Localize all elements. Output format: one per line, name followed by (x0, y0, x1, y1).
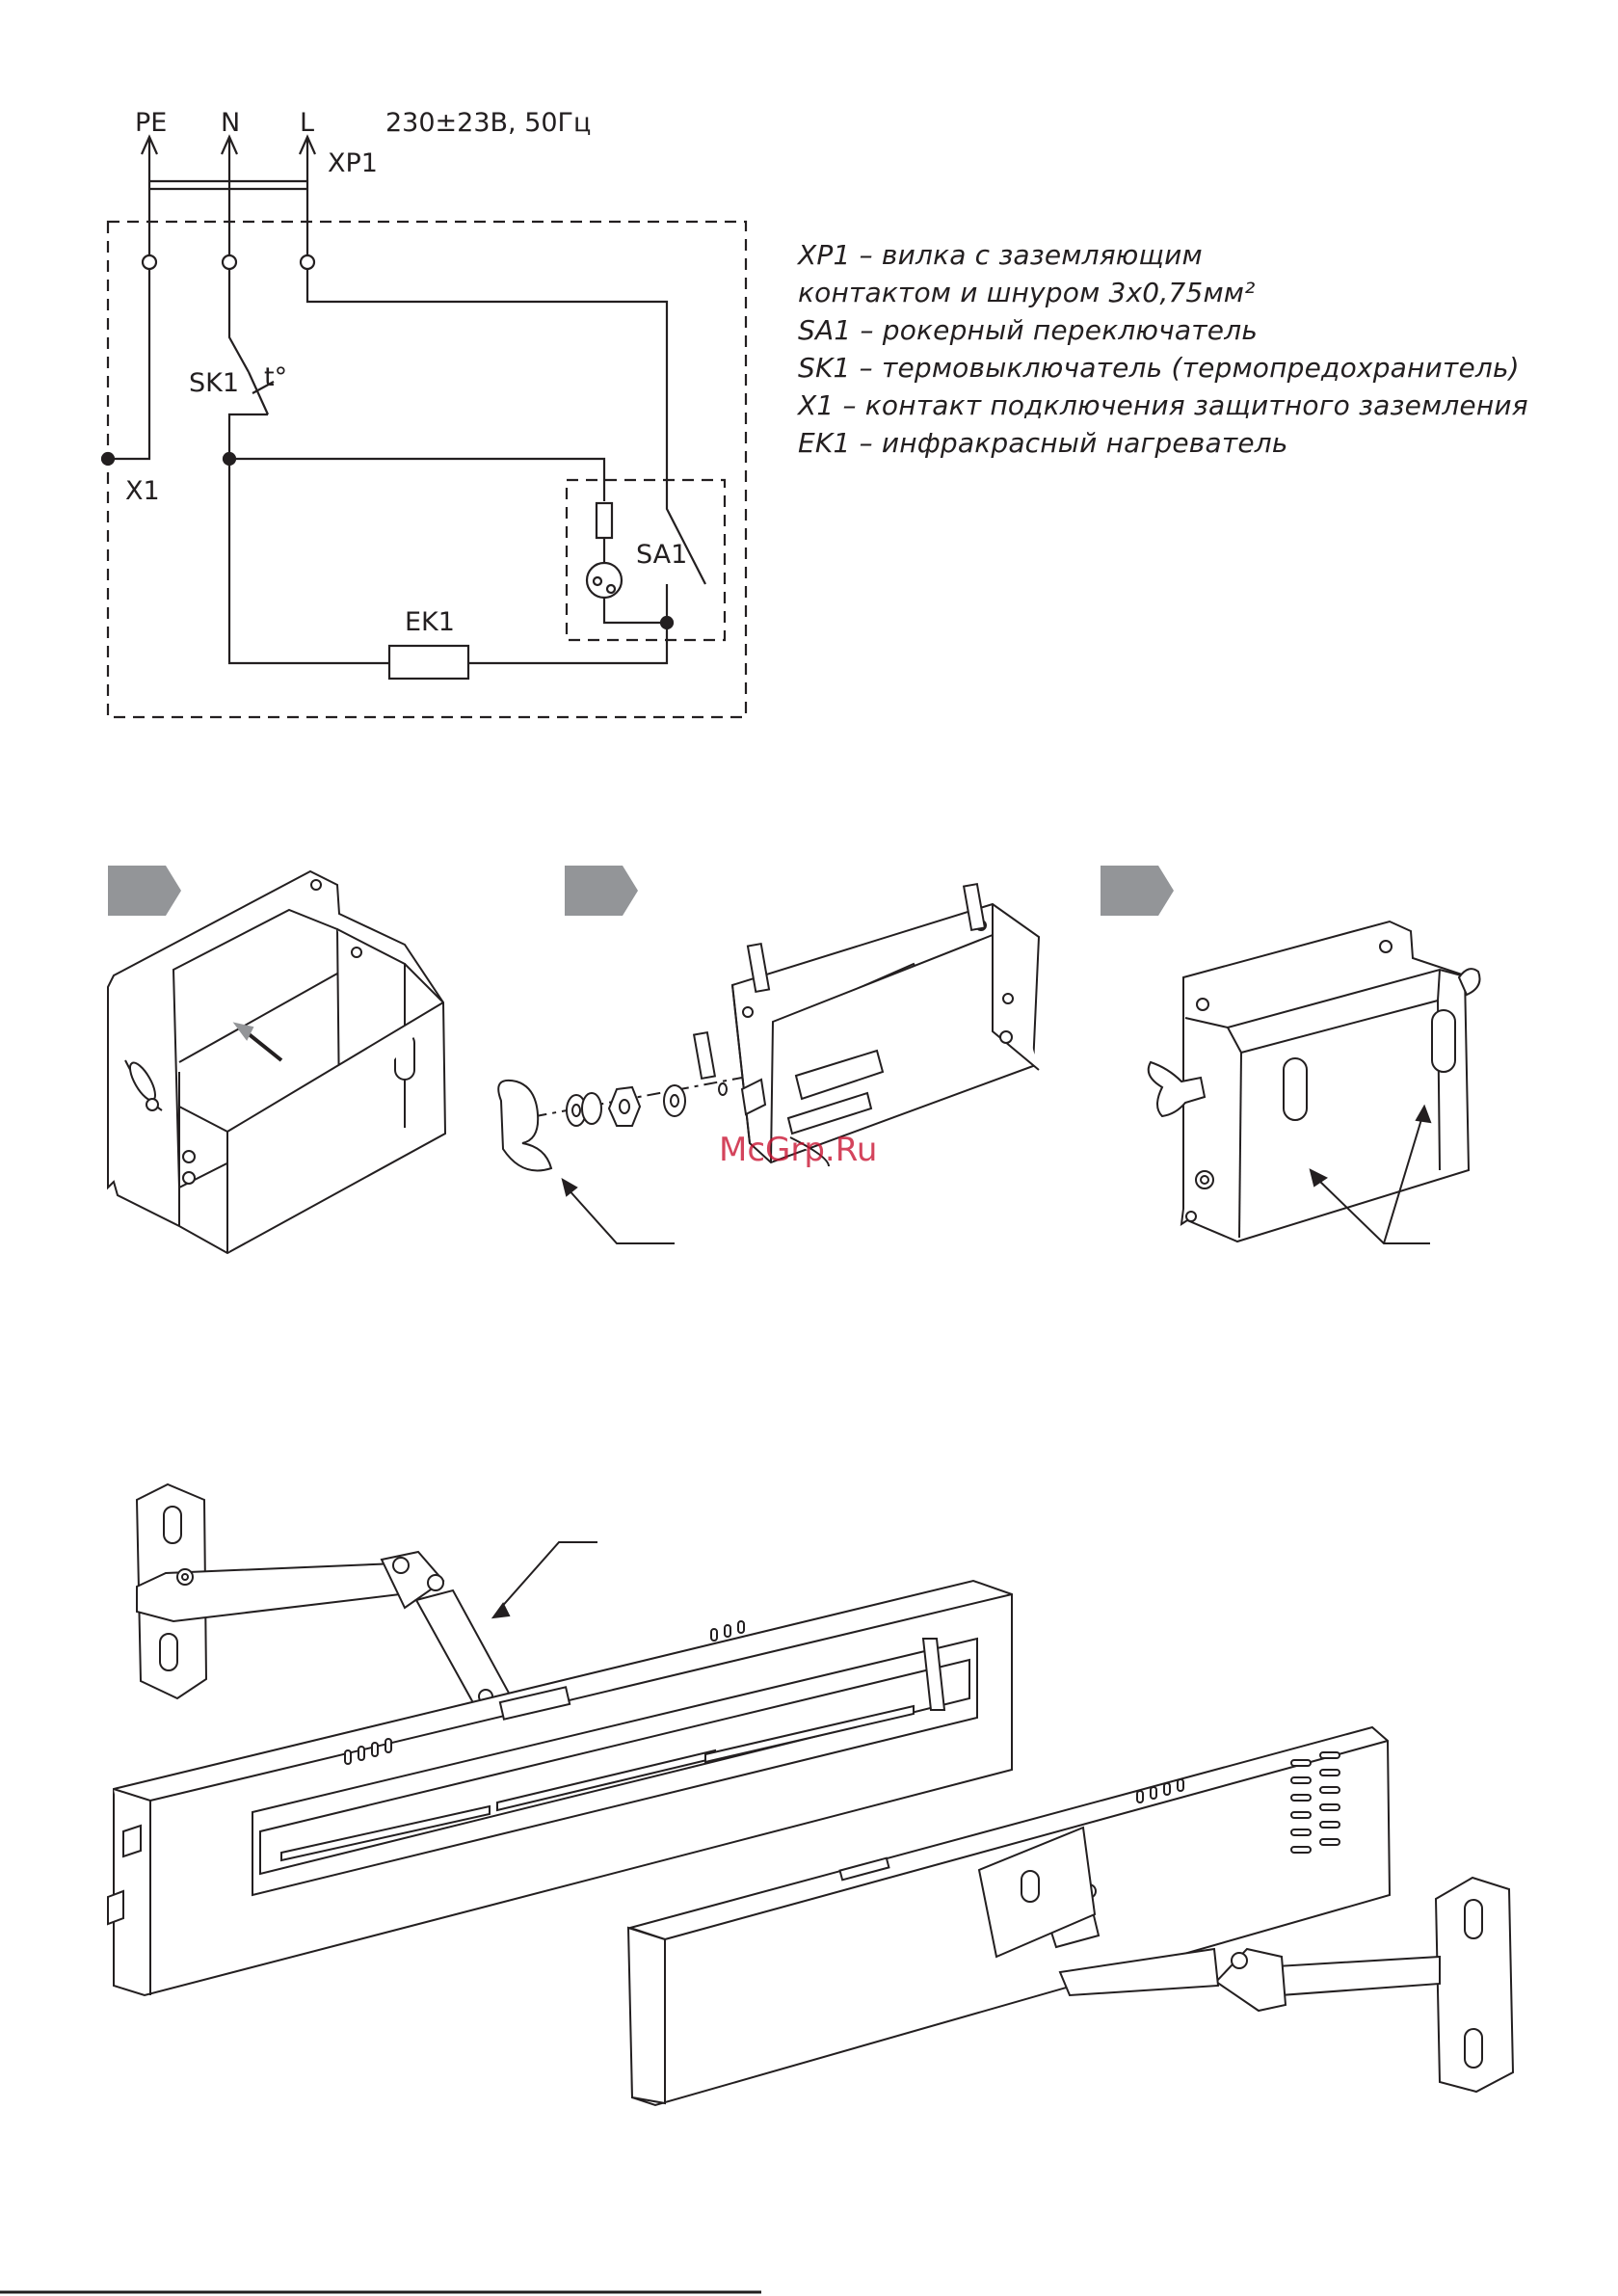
plug-label: XP1 (328, 148, 378, 178)
bracket-step-2 (498, 884, 1039, 1243)
legend-line-2: контактом и шнуром 3х0,75мм² (798, 274, 1528, 311)
bracket-step-1 (108, 871, 445, 1253)
x1-label: X1 (125, 476, 160, 506)
ek1-label: EK1 (405, 607, 455, 637)
plug-arrows (142, 137, 315, 258)
legend-line-1: XP1 – вилка с заземляющим (798, 236, 1528, 274)
pin-l-label: L (300, 108, 314, 138)
node-n (224, 453, 235, 465)
legend-line-5: X1 – контакт подключения защитного зазем… (798, 387, 1528, 424)
schematic-legend: XP1 – вилка с заземляющим контактом и шн… (798, 236, 1528, 462)
legend-line-4: SK1 – термовыключатель (термопредохранит… (798, 349, 1528, 387)
bracket-step-3 (1149, 921, 1480, 1243)
indicator-resistor (597, 503, 612, 538)
heater-element-ek1 (389, 646, 468, 679)
temp-symbol: t° (264, 362, 287, 392)
sa1-label: SA1 (636, 540, 687, 570)
supply-label: 230±23В, 50Гц (385, 108, 591, 138)
step-tag-1 (108, 866, 181, 916)
step-tag-3 (1101, 866, 1174, 916)
indicator-lamp (587, 563, 622, 598)
node-sa1 (661, 617, 673, 628)
step-tag-2 (565, 866, 638, 916)
device-enclosure (108, 222, 746, 717)
terminal-l (301, 255, 314, 269)
terminal-n (223, 255, 236, 269)
pin-pe-label: PE (135, 108, 167, 138)
pin-n-label: N (221, 108, 240, 138)
legend-line-3: SA1 – рокерный переключатель (798, 311, 1528, 349)
legend-line-6: EK1 – инфракрасный нагреватель (798, 424, 1528, 462)
sk1-label: SK1 (189, 368, 239, 398)
node-x1 (102, 453, 114, 465)
terminal-pe (143, 255, 156, 269)
watermark-text: McGrp.Ru (719, 1131, 877, 1169)
